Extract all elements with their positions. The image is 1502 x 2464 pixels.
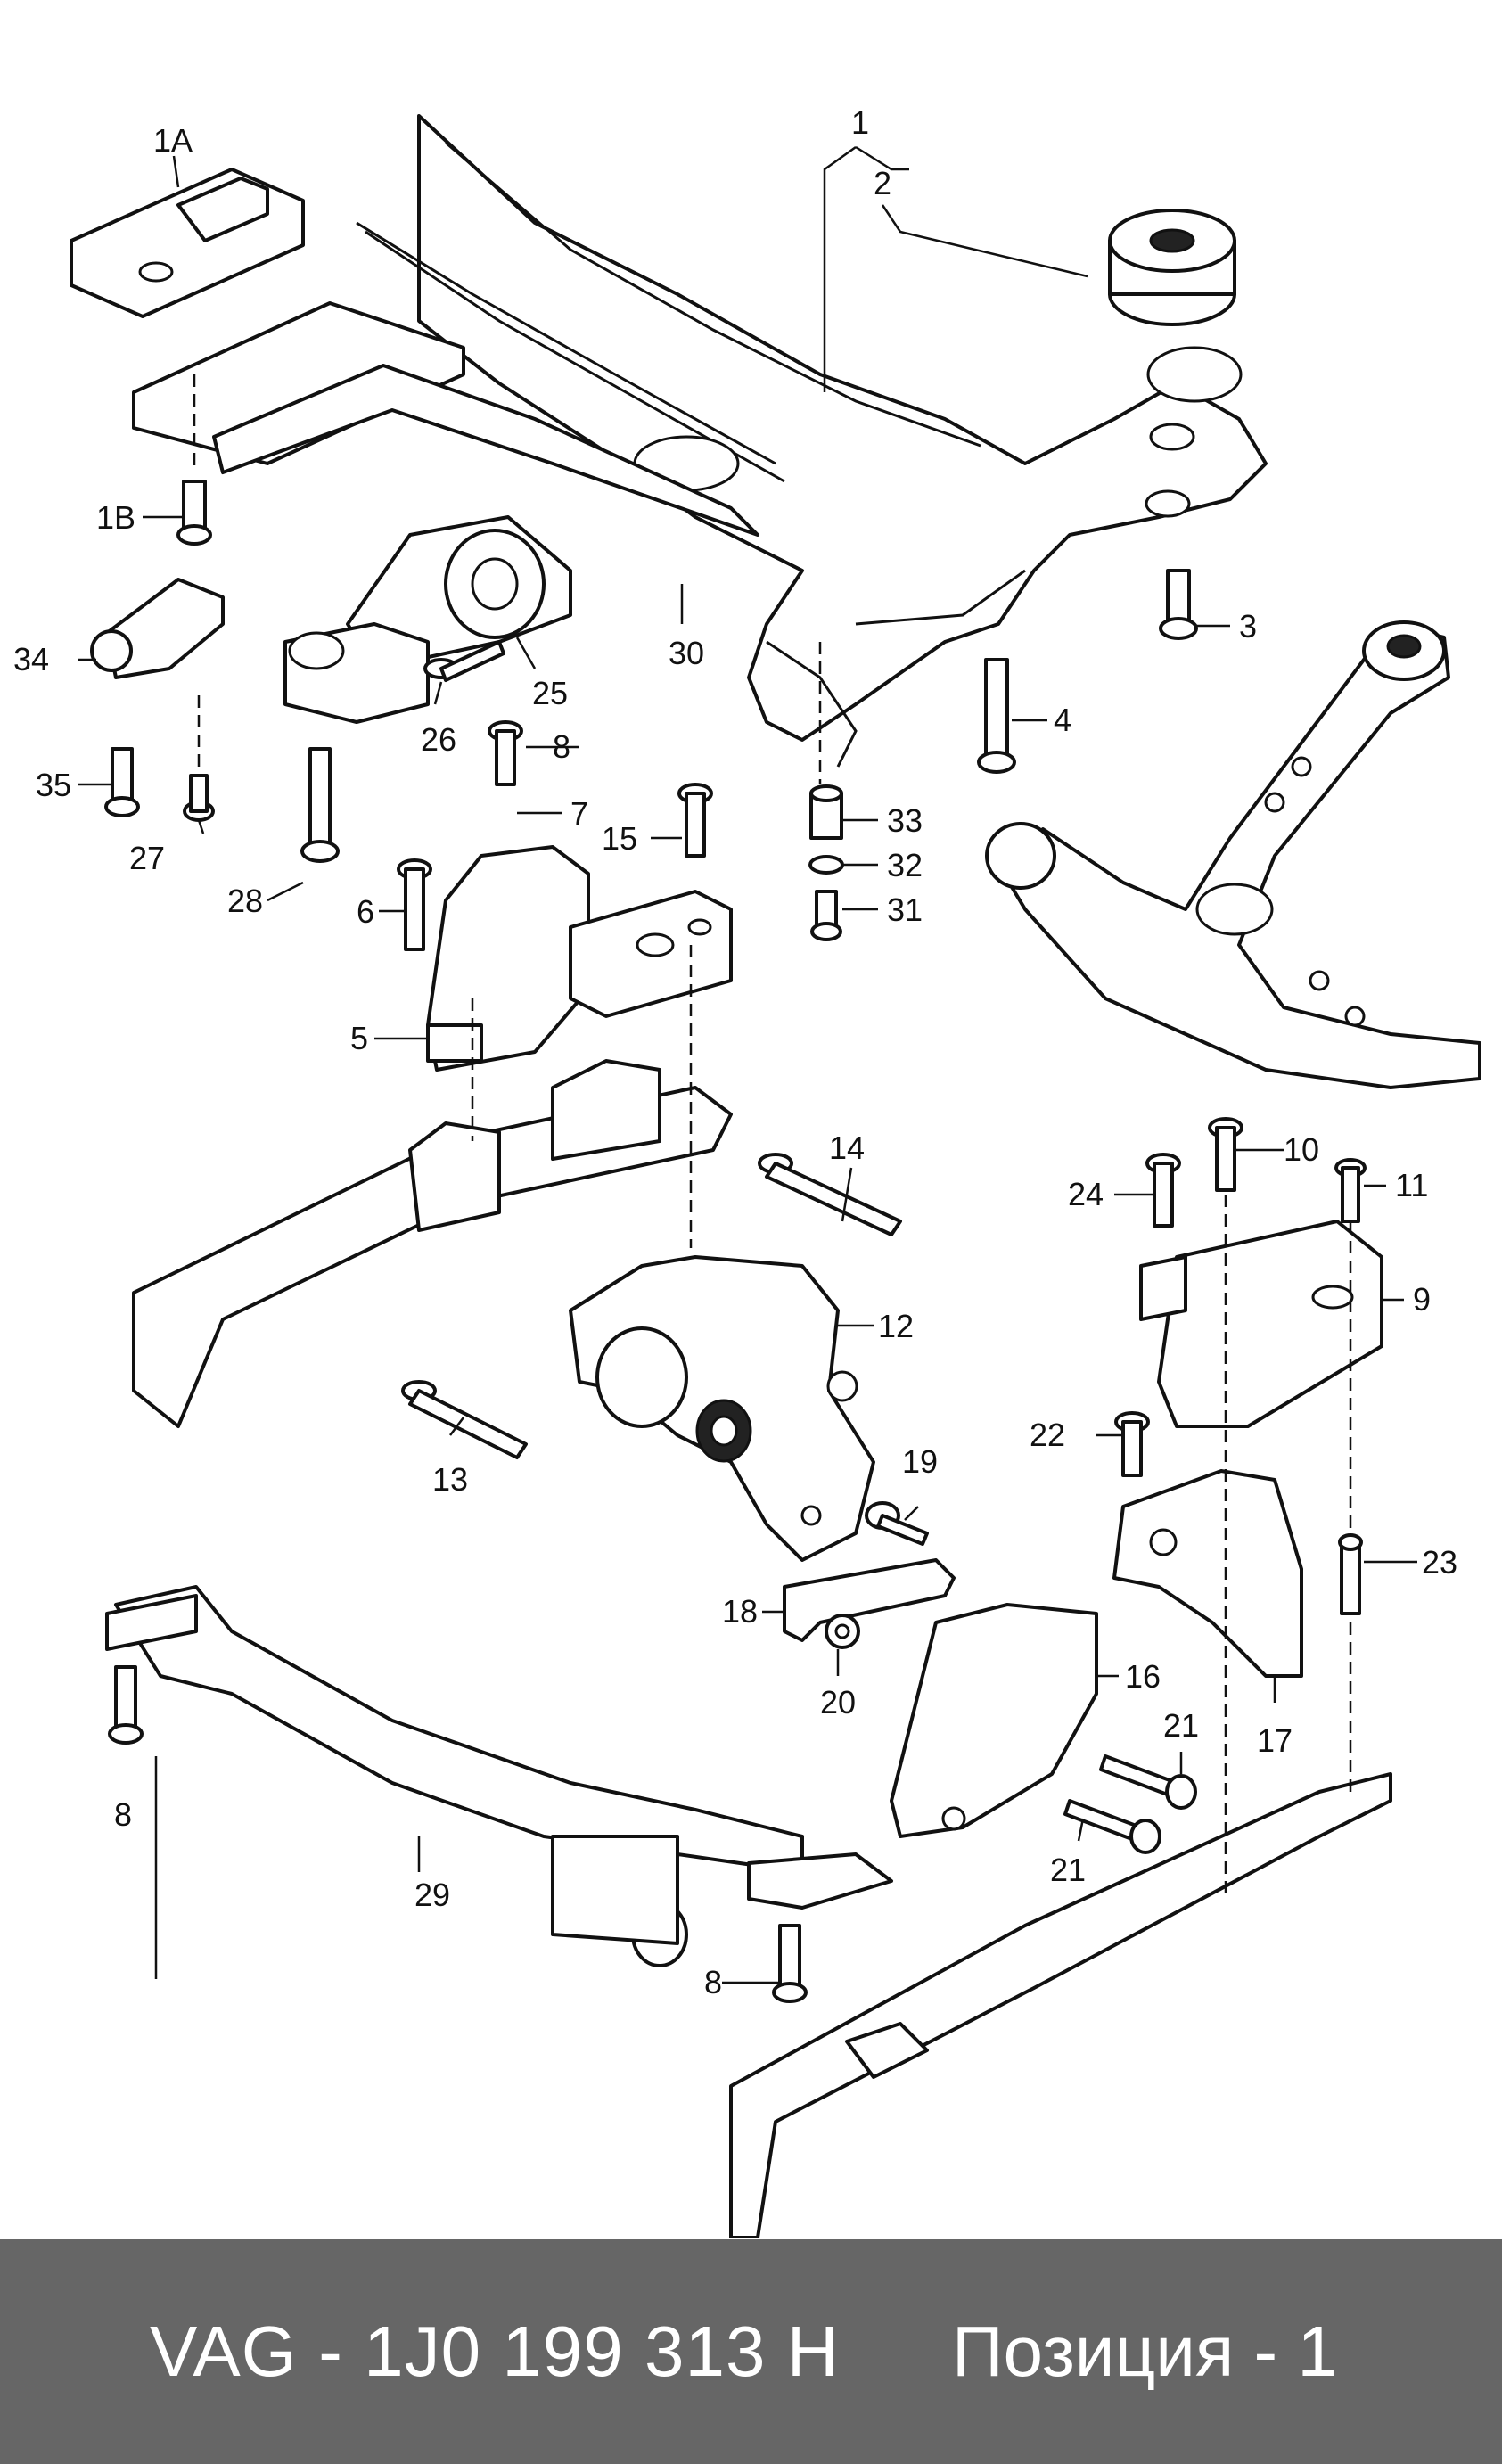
bolt-4 <box>977 658 1016 774</box>
bolt-21a <box>1099 1754 1197 1810</box>
callout-1a: 1A <box>153 122 193 159</box>
bracket-16 <box>890 1603 1098 1838</box>
washer-32 <box>808 855 844 875</box>
bolt-6 <box>397 858 432 951</box>
position-label: Позиция - 1 <box>952 2312 1337 2391</box>
bolt-35 <box>104 747 140 817</box>
callout-1b: 1B <box>96 499 135 536</box>
bolt-22 <box>1114 1411 1150 1477</box>
bracket-18 <box>783 1558 956 1642</box>
callout-15: 15 <box>602 820 637 857</box>
stud-23 <box>1338 1533 1363 1615</box>
callout-25: 25 <box>532 675 568 711</box>
bolt-8c <box>772 1924 808 2003</box>
bolt-19 <box>865 1501 929 1546</box>
bolt-15 <box>677 783 713 858</box>
callout-8a: 8 <box>553 728 570 765</box>
callout-8c: 8 <box>704 1964 722 2000</box>
callout-32: 32 <box>887 847 923 883</box>
bracket-1a <box>70 168 305 318</box>
bracket-34 <box>90 578 225 679</box>
footer-bar: VAG - 1J0 199 313 H Позиция - 1 <box>0 2239 1502 2464</box>
leader-lines <box>78 145 1417 1984</box>
assembly-lines <box>193 374 1352 1899</box>
sleeve-33 <box>809 784 843 840</box>
subframe-part <box>365 114 1268 768</box>
bolt-11 <box>1334 1158 1367 1223</box>
callout-26: 26 <box>421 721 456 758</box>
callout-20: 20 <box>820 1684 856 1721</box>
callout-17: 17 <box>1257 1722 1293 1759</box>
bolt-14 <box>758 1153 902 1236</box>
body-member-lower <box>729 1772 1392 2238</box>
callout-24: 24 <box>1068 1176 1104 1212</box>
callout-5: 5 <box>350 1020 368 1056</box>
callout-35: 35 <box>36 767 71 803</box>
bolt-8b <box>108 1665 144 1745</box>
callout-4: 4 <box>1054 702 1071 738</box>
bolt-13 <box>401 1380 528 1459</box>
callout-29: 29 <box>414 1877 450 1913</box>
callout-18: 18 <box>722 1593 758 1630</box>
torque-rod <box>283 515 572 724</box>
exploded-parts-diagram: 1 2 1A 1B 3 4 5 6 7 8 8 8 9 10 11 12 13 … <box>13 104 1481 2238</box>
callout-33: 33 <box>887 802 923 839</box>
callout-3: 3 <box>1239 608 1257 645</box>
part-number-label: VAG - 1J0 199 313 H <box>150 2312 840 2391</box>
bolt-28 <box>300 747 340 863</box>
callout-2: 2 <box>874 165 891 201</box>
bolt-3 <box>1159 569 1198 640</box>
bolt-26 <box>423 640 505 682</box>
bolt-27 <box>183 774 215 822</box>
bolt-10 <box>1208 1117 1243 1192</box>
callout-1: 1 <box>851 104 869 141</box>
rubber-bushing <box>1108 209 1236 326</box>
bolt-1b <box>176 480 212 546</box>
callout-14: 14 <box>829 1129 865 1166</box>
callout-10: 10 <box>1284 1131 1319 1168</box>
callout-6: 6 <box>357 893 374 930</box>
fasteners <box>104 480 1367 2003</box>
callout-21b: 21 <box>1050 1852 1086 1888</box>
bracket-17 <box>1112 1469 1303 1678</box>
callout-9: 9 <box>1413 1281 1431 1318</box>
bolt-24 <box>1145 1153 1181 1228</box>
callout-34: 34 <box>13 641 49 678</box>
callout-7: 7 <box>570 795 588 832</box>
control-arm <box>985 620 1481 1089</box>
pipe-29 <box>105 1585 893 1967</box>
callout-23: 23 <box>1422 1544 1457 1581</box>
callout-30: 30 <box>669 635 704 671</box>
callout-16: 16 <box>1125 1658 1161 1695</box>
callout-22: 22 <box>1030 1417 1065 1453</box>
frame-rails <box>132 221 776 537</box>
callout-8b: 8 <box>114 1796 132 1833</box>
bolt-8a <box>488 720 523 786</box>
nut-20 <box>825 1614 860 1649</box>
callout-13: 13 <box>432 1461 468 1498</box>
gearbox-bracket-12 <box>569 1255 875 1562</box>
callout-19: 19 <box>902 1443 938 1480</box>
callout-12: 12 <box>878 1308 914 1344</box>
callout-11: 11 <box>1395 1167 1428 1203</box>
callout-labels: 1 2 1A 1B 3 4 5 6 7 8 8 8 9 10 11 12 13 … <box>13 104 1457 2000</box>
body-member-left <box>132 1059 733 1428</box>
callout-31: 31 <box>887 891 923 928</box>
callout-21a: 21 <box>1163 1707 1199 1744</box>
bolt-31 <box>810 890 842 941</box>
bolt-21b <box>1063 1799 1161 1854</box>
engine-mount-9 <box>1139 1220 1383 1428</box>
callout-28: 28 <box>227 883 263 919</box>
callout-27: 27 <box>129 840 165 876</box>
engine-mount-5 <box>426 845 733 1072</box>
